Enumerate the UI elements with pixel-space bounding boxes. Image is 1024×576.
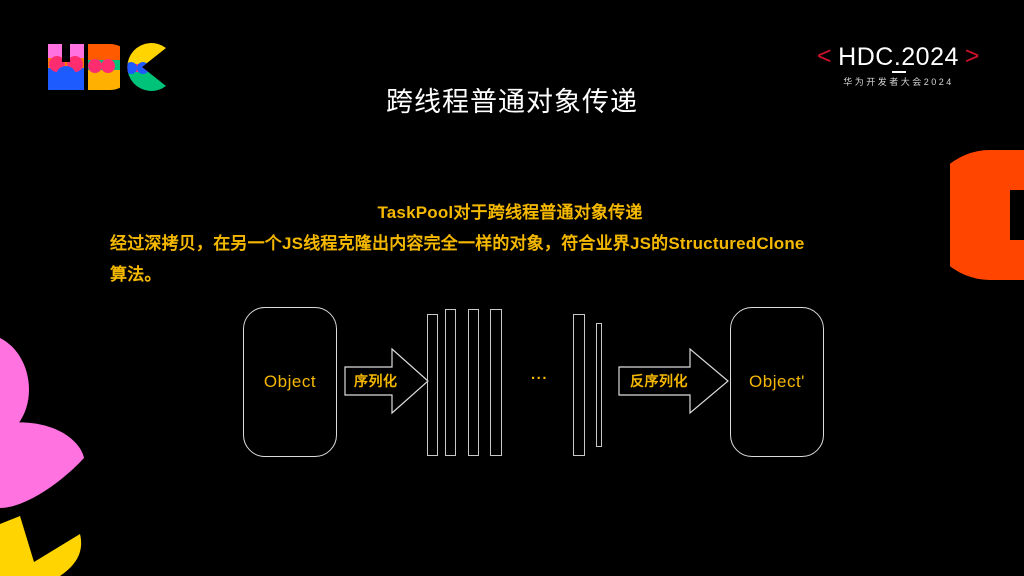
object-source-box: Object: [243, 307, 337, 457]
serialize-arrow: 序列化: [344, 343, 430, 419]
serialized-bar: [468, 309, 479, 456]
serialized-bar: [445, 309, 456, 456]
deserialize-arrow: 反序列化: [618, 343, 730, 419]
yellow-shape-decoration: [0, 516, 82, 576]
serialization-diagram: Object 序列化 ... 反序列化 Object': [0, 295, 1024, 470]
body-line-1: TaskPool对于跨线程普通对象传递: [377, 203, 643, 222]
hdc-title: HDC.2024: [838, 43, 959, 71]
body-line-2: 经过深拷贝，在另一个JS线程克隆出内容完全一样的对象，符合业界JS的Struct…: [110, 234, 805, 253]
arrow-right-icon: [344, 347, 429, 415]
body-paragraph: TaskPool对于跨线程普通对象传递 经过深拷贝，在另一个JS线程克隆出内容完…: [110, 197, 910, 290]
serialized-bar: [596, 323, 602, 447]
body-line-3: 算法。: [110, 265, 162, 284]
serialize-arrow-label: 序列化: [354, 373, 398, 389]
mdc-logo: [48, 42, 166, 91]
object-source-label: Object: [263, 372, 317, 391]
orange-circle-decoration: [950, 150, 1024, 280]
serialized-bar: [573, 314, 585, 456]
object-clone-label: Object': [749, 372, 805, 391]
deserialize-arrow-label: 反序列化: [630, 373, 688, 389]
bars-ellipsis: ...: [531, 366, 549, 383]
hdc-title-row: <HDC.2024>: [811, 44, 986, 73]
serialized-bar: [427, 314, 438, 456]
hdc-underscore: [891, 71, 906, 73]
hdc-bracket-left: <: [817, 42, 833, 70]
hdc-bracket-right: >: [964, 42, 980, 70]
hdc-conference-lockup: <HDC.2024> 华为开发者大会2024: [811, 44, 986, 87]
page-title: 跨线程普通对象传递: [386, 87, 638, 117]
object-clone-box: Object': [730, 307, 824, 457]
arrow-right-icon: [618, 347, 729, 415]
serialized-bar: [490, 309, 502, 456]
hdc-subtitle: 华为开发者大会2024: [843, 77, 954, 87]
